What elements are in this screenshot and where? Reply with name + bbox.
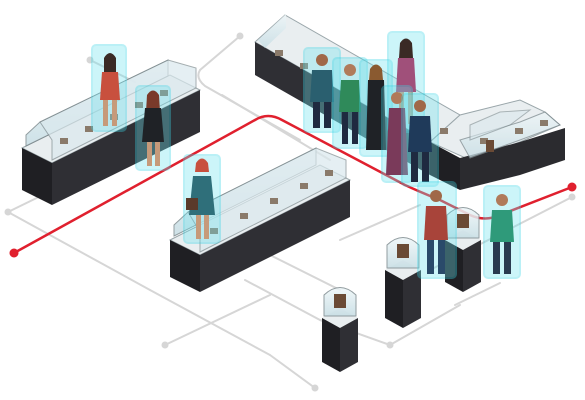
person-10 bbox=[417, 181, 457, 279]
person-2 bbox=[135, 85, 171, 171]
person-1 bbox=[91, 44, 127, 132]
people-detections bbox=[91, 31, 521, 279]
person-8 bbox=[381, 85, 413, 183]
path-nodes bbox=[4, 32, 576, 392]
person-6 bbox=[359, 59, 393, 157]
pedestal-display-2 bbox=[385, 237, 421, 328]
red-route bbox=[9, 114, 577, 258]
person-5 bbox=[332, 57, 368, 149]
person-11 bbox=[483, 185, 521, 279]
person-3 bbox=[183, 154, 221, 244]
pedestal-display-1 bbox=[322, 287, 358, 372]
pedestal-display-3 bbox=[445, 207, 481, 292]
person-9 bbox=[401, 93, 439, 187]
person-4 bbox=[303, 47, 341, 133]
floor-path-network bbox=[7, 35, 573, 389]
